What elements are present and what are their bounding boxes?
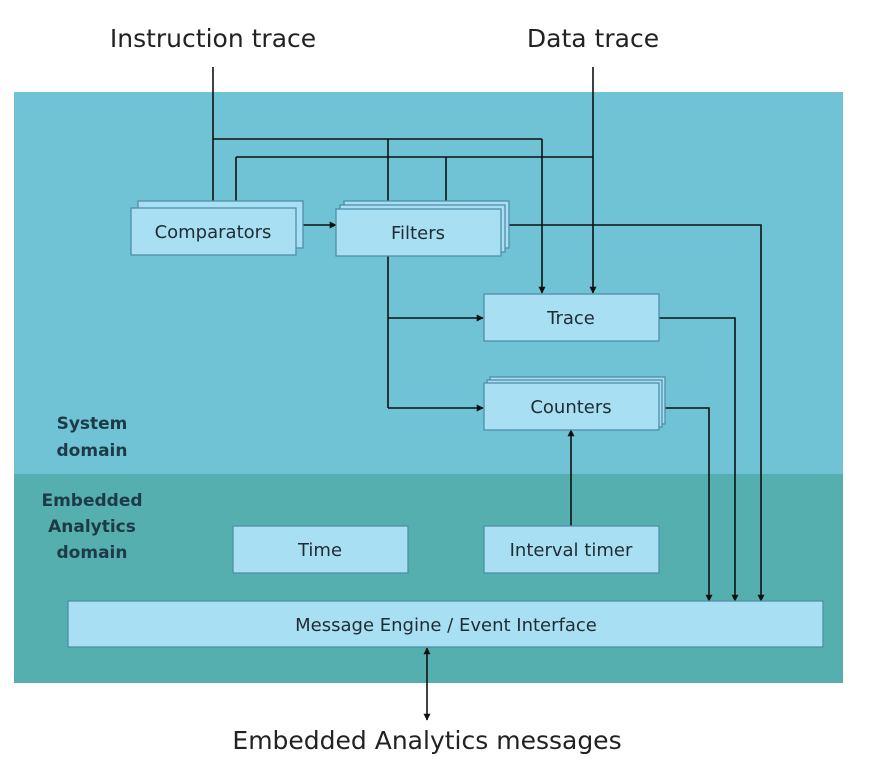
system-domain-label-line2: domain <box>57 441 128 461</box>
message-engine-box <box>67 600 824 648</box>
filters-block: Filters <box>335 200 510 257</box>
time-box <box>232 525 409 574</box>
counters-to-message-engine-arrow <box>664 407 713 602</box>
counters-label: Counters <box>530 397 611 418</box>
embedded-analytics-domain-label: Embedded Analytics domain <box>41 491 142 563</box>
system-domain-label-line1: System <box>57 414 128 434</box>
counters-box <box>483 382 660 431</box>
time-block: Time <box>232 525 409 574</box>
embedded-domain-label-line2: Analytics <box>48 517 136 537</box>
interval-timer-label: Interval timer <box>510 540 633 561</box>
data-trace-label: Data trace <box>527 24 659 53</box>
interval-timer-block: Interval timer <box>483 525 660 574</box>
filters-label: Filters <box>391 223 445 244</box>
embedded-analytics-messages-label: Embedded Analytics messages <box>232 726 621 755</box>
instruction-trace-label: Instruction trace <box>110 24 316 53</box>
comparators-box <box>130 207 297 256</box>
time-label: Time <box>297 540 342 561</box>
embedded-domain-label-line3: domain <box>57 543 128 563</box>
connectors <box>209 67 765 721</box>
embedded-domain-label-line1: Embedded <box>41 491 142 511</box>
message-engine-block: Message Engine / Event Interface <box>67 600 824 648</box>
trace-box <box>483 293 660 342</box>
trace-to-message-engine-arrow <box>659 317 739 602</box>
system-domain-label: System domain <box>57 414 128 461</box>
comparators-block: Comparators <box>130 200 304 256</box>
counters-block: Counters <box>483 376 666 431</box>
interval-timer-box <box>483 525 660 574</box>
comparators-label: Comparators <box>155 222 272 243</box>
trace-label: Trace <box>546 308 595 329</box>
system-domain-region <box>14 92 843 474</box>
message-engine-label: Message Engine / Event Interface <box>295 615 597 636</box>
filters-to-message-engine-arrow <box>508 224 765 602</box>
filters-box <box>335 208 502 257</box>
trace-block: Trace <box>483 293 660 342</box>
